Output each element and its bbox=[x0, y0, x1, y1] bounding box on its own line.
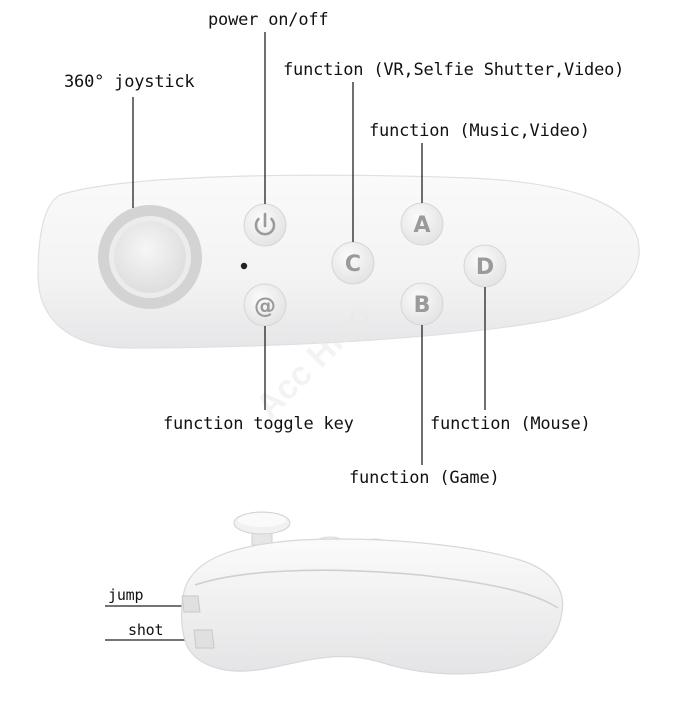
label-jump: jump bbox=[108, 586, 144, 604]
label-power: power on/off bbox=[208, 10, 329, 30]
label-func-b: function (Game) bbox=[349, 468, 500, 488]
controller-side-view bbox=[181, 511, 564, 675]
b-button-label: B bbox=[414, 293, 431, 318]
toggle-button-label: @ bbox=[254, 294, 276, 319]
label-joystick: 360° joystick bbox=[64, 72, 195, 92]
a-button[interactable]: A bbox=[400, 202, 444, 246]
label-func-d: function (Mouse) bbox=[430, 414, 591, 434]
c-button[interactable]: C bbox=[331, 241, 375, 285]
label-func-a: function (Music,Video) bbox=[369, 121, 590, 141]
indicator-led bbox=[240, 262, 248, 270]
power-icon bbox=[254, 212, 276, 236]
toggle-button[interactable]: @ bbox=[243, 283, 287, 327]
label-shot: shot bbox=[128, 621, 164, 639]
label-func-c: function (VR,Selfie Shutter,Video) bbox=[283, 60, 625, 80]
side-body bbox=[181, 538, 564, 675]
d-button-label: D bbox=[476, 255, 494, 280]
jump-trigger bbox=[181, 595, 201, 613]
d-button[interactable]: D bbox=[463, 244, 507, 288]
a-button-label: A bbox=[413, 213, 430, 238]
b-button[interactable]: B bbox=[400, 282, 444, 326]
power-button[interactable] bbox=[243, 203, 287, 247]
c-button-label: C bbox=[345, 252, 361, 277]
label-toggle: function toggle key bbox=[163, 414, 354, 434]
joystick-cap bbox=[114, 221, 186, 293]
shot-trigger bbox=[193, 629, 215, 649]
